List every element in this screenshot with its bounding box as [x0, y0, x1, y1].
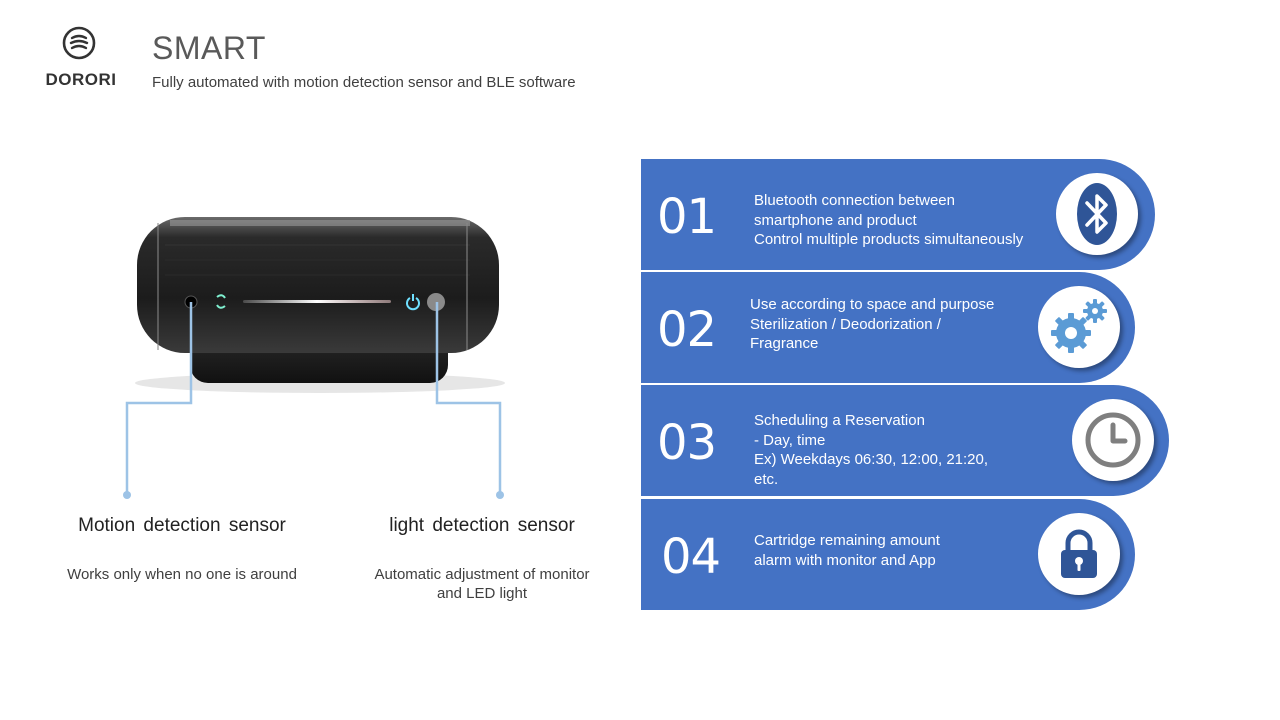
- panel-badge: [1038, 513, 1120, 595]
- feature-panel-04: 04 Cartridge remaining amount alarm with…: [641, 499, 1135, 610]
- light-sensor-title: light detection sensor: [389, 515, 575, 536]
- dorori-logo-icon: [62, 26, 96, 60]
- panel-badge: [1072, 399, 1154, 481]
- clock-icon: [1085, 412, 1141, 468]
- sensor-connectors: [123, 302, 504, 499]
- panel-number: 04: [661, 529, 721, 585]
- panel-text: Scheduling a Reservation - Day, time Ex)…: [754, 412, 989, 488]
- page-subtitle: Fully automated with motion detection se…: [152, 74, 576, 91]
- panel-text: Bluetooth connection between smartphone …: [754, 192, 1024, 248]
- device-illustration: [135, 217, 505, 393]
- feature-panel-01: 01 Bluetooth connection between smartpho…: [641, 159, 1155, 270]
- brand-logo: DORORI: [36, 24, 126, 94]
- panel-badge: [1038, 286, 1120, 368]
- panel-text: Use according to space and purpose Steri…: [750, 296, 995, 352]
- panel-badge: [1056, 173, 1138, 255]
- light-sensor-desc: Automatic adjustment of monitor and LED …: [374, 566, 590, 602]
- panel-text: Cartridge remaining amount alarm with mo…: [754, 532, 940, 569]
- brand-name: DORORI: [45, 70, 117, 89]
- motion-sensor-title: Motion detection sensor: [78, 515, 286, 536]
- gears-icon: [1051, 299, 1107, 353]
- panel-number: 03: [657, 415, 717, 471]
- panel-number: 02: [657, 302, 717, 358]
- lock-icon: [1061, 529, 1097, 578]
- motion-sensor-desc: Works only when no one is around: [67, 566, 297, 583]
- bluetooth-icon: [1077, 183, 1117, 245]
- feature-panel-03: 03 Scheduling a Reservation - Day, time …: [641, 385, 1169, 496]
- feature-panel-02: 02 Use according to space and purpose St…: [641, 272, 1135, 383]
- page-title: SMART: [152, 30, 266, 66]
- panel-number: 01: [657, 189, 717, 245]
